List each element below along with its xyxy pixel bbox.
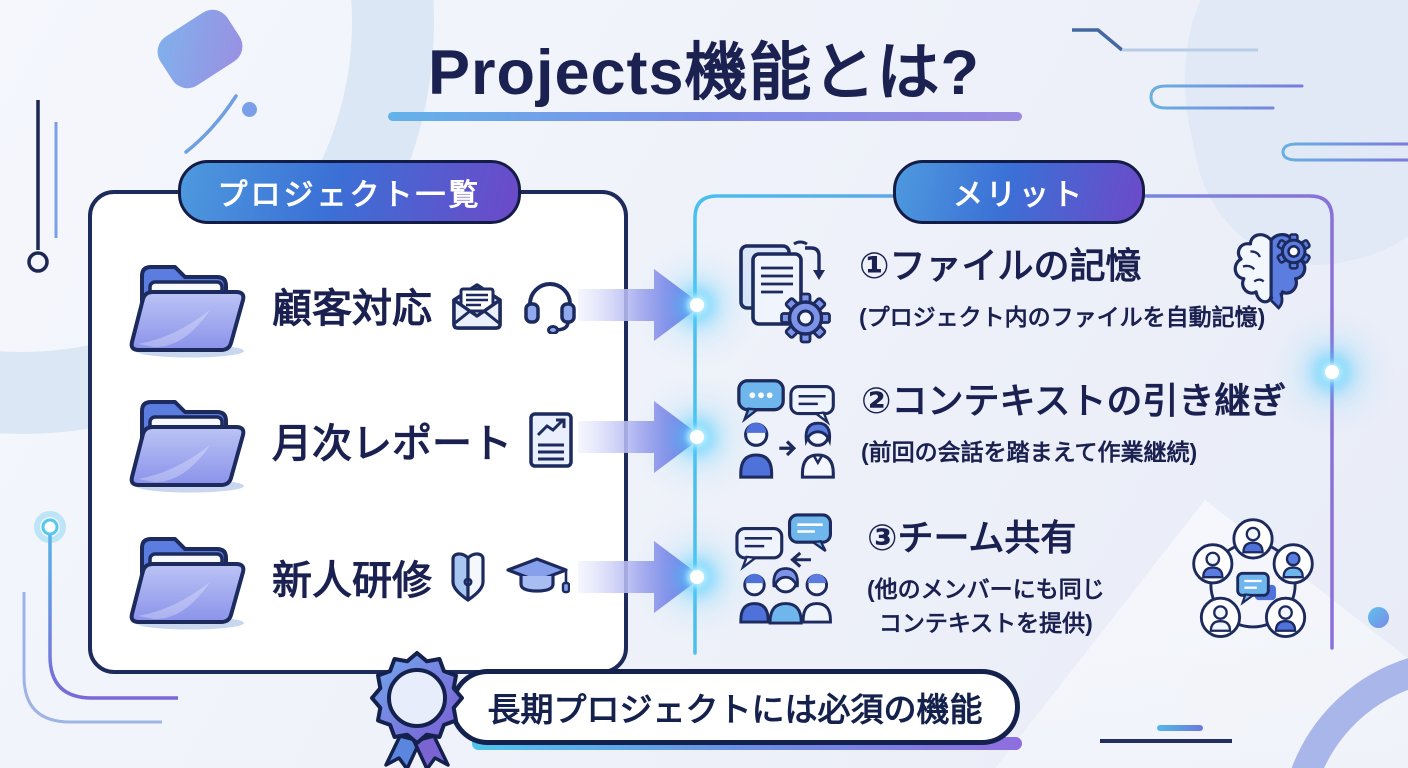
graduation-cap-icon [506,557,570,594]
footer-badge-label: 長期プロジェクトには必須の機能 [487,691,983,728]
arrow-right-icon [578,541,702,613]
merit-heading: ②コンテキストの引き継ぎ [861,380,1287,421]
folder-icon [129,400,246,493]
project-row-customer-support: 顧客対応 [124,250,578,360]
page-title: Projects機能とは? [427,38,981,108]
project-list-header-label: プロジェクト一覧 [217,179,482,212]
footer-badge: 長期プロジェクトには必須の機能 [450,669,1020,745]
project-list-header-pill: プロジェクト一覧 [178,160,521,224]
chat-team-icon [735,513,833,625]
glow-node [690,570,704,584]
report-chart-icon [529,412,573,468]
project-label: 月次レポート [272,422,512,466]
merit-heading: ③チーム共有 [867,517,1077,558]
brain-gear-icon [1233,233,1311,310]
glow-node [1325,365,1339,379]
title-underline [388,112,1022,121]
arrow-right-icon [578,401,702,473]
chat-handoff-icon [737,379,835,479]
arrow-right-icon [578,269,702,341]
envelope-icon [452,283,502,330]
project-label: 新人研修 [272,559,432,603]
merit-item-file-memory: ①ファイルの記憶 (プロジェクト内のファイルを自動記憶) [735,240,1265,344]
decor-line-gradient-bottom-right [1157,725,1203,731]
beginner-mark-icon [451,552,485,602]
project-label: 顧客対応 [272,287,432,331]
glow-node [690,430,704,444]
glow-node [690,298,704,312]
merit-item-team-sharing: ③チーム共有 (他のメンバーにも同じ コンテキストを提供) [735,512,1105,638]
project-row-new-employee-training: 新人研修 [124,522,570,632]
decor-line-bottom-right [1100,739,1232,743]
decor-dot-bottom-right [1368,607,1389,628]
medal-ribbon-icon [370,651,464,768]
headset-icon [524,282,576,334]
people-network-icon [1192,518,1314,638]
merit-subtext: (他のメンバーにも同じ コンテキストを提供) [867,575,1105,636]
decor-dot-top-left [242,102,257,117]
folder-icon [129,537,246,630]
merit-heading: ①ファイルの記憶 [859,245,1142,286]
merit-subtext: (プロジェクト内のファイルを自動記憶) [859,303,1266,330]
merit-header-label: メリット [953,179,1085,212]
documents-gear-icon [739,240,831,344]
merit-item-context-handoff: ②コンテキストの引き継ぎ (前回の会話を踏まえて作業継続) [735,375,1286,481]
merit-subtext: (前回の会話を踏まえて作業継続) [861,438,1198,465]
merit-header-pill: メリット [893,160,1145,224]
project-row-monthly-report: 月次レポート [124,385,574,495]
folder-icon [129,265,246,358]
